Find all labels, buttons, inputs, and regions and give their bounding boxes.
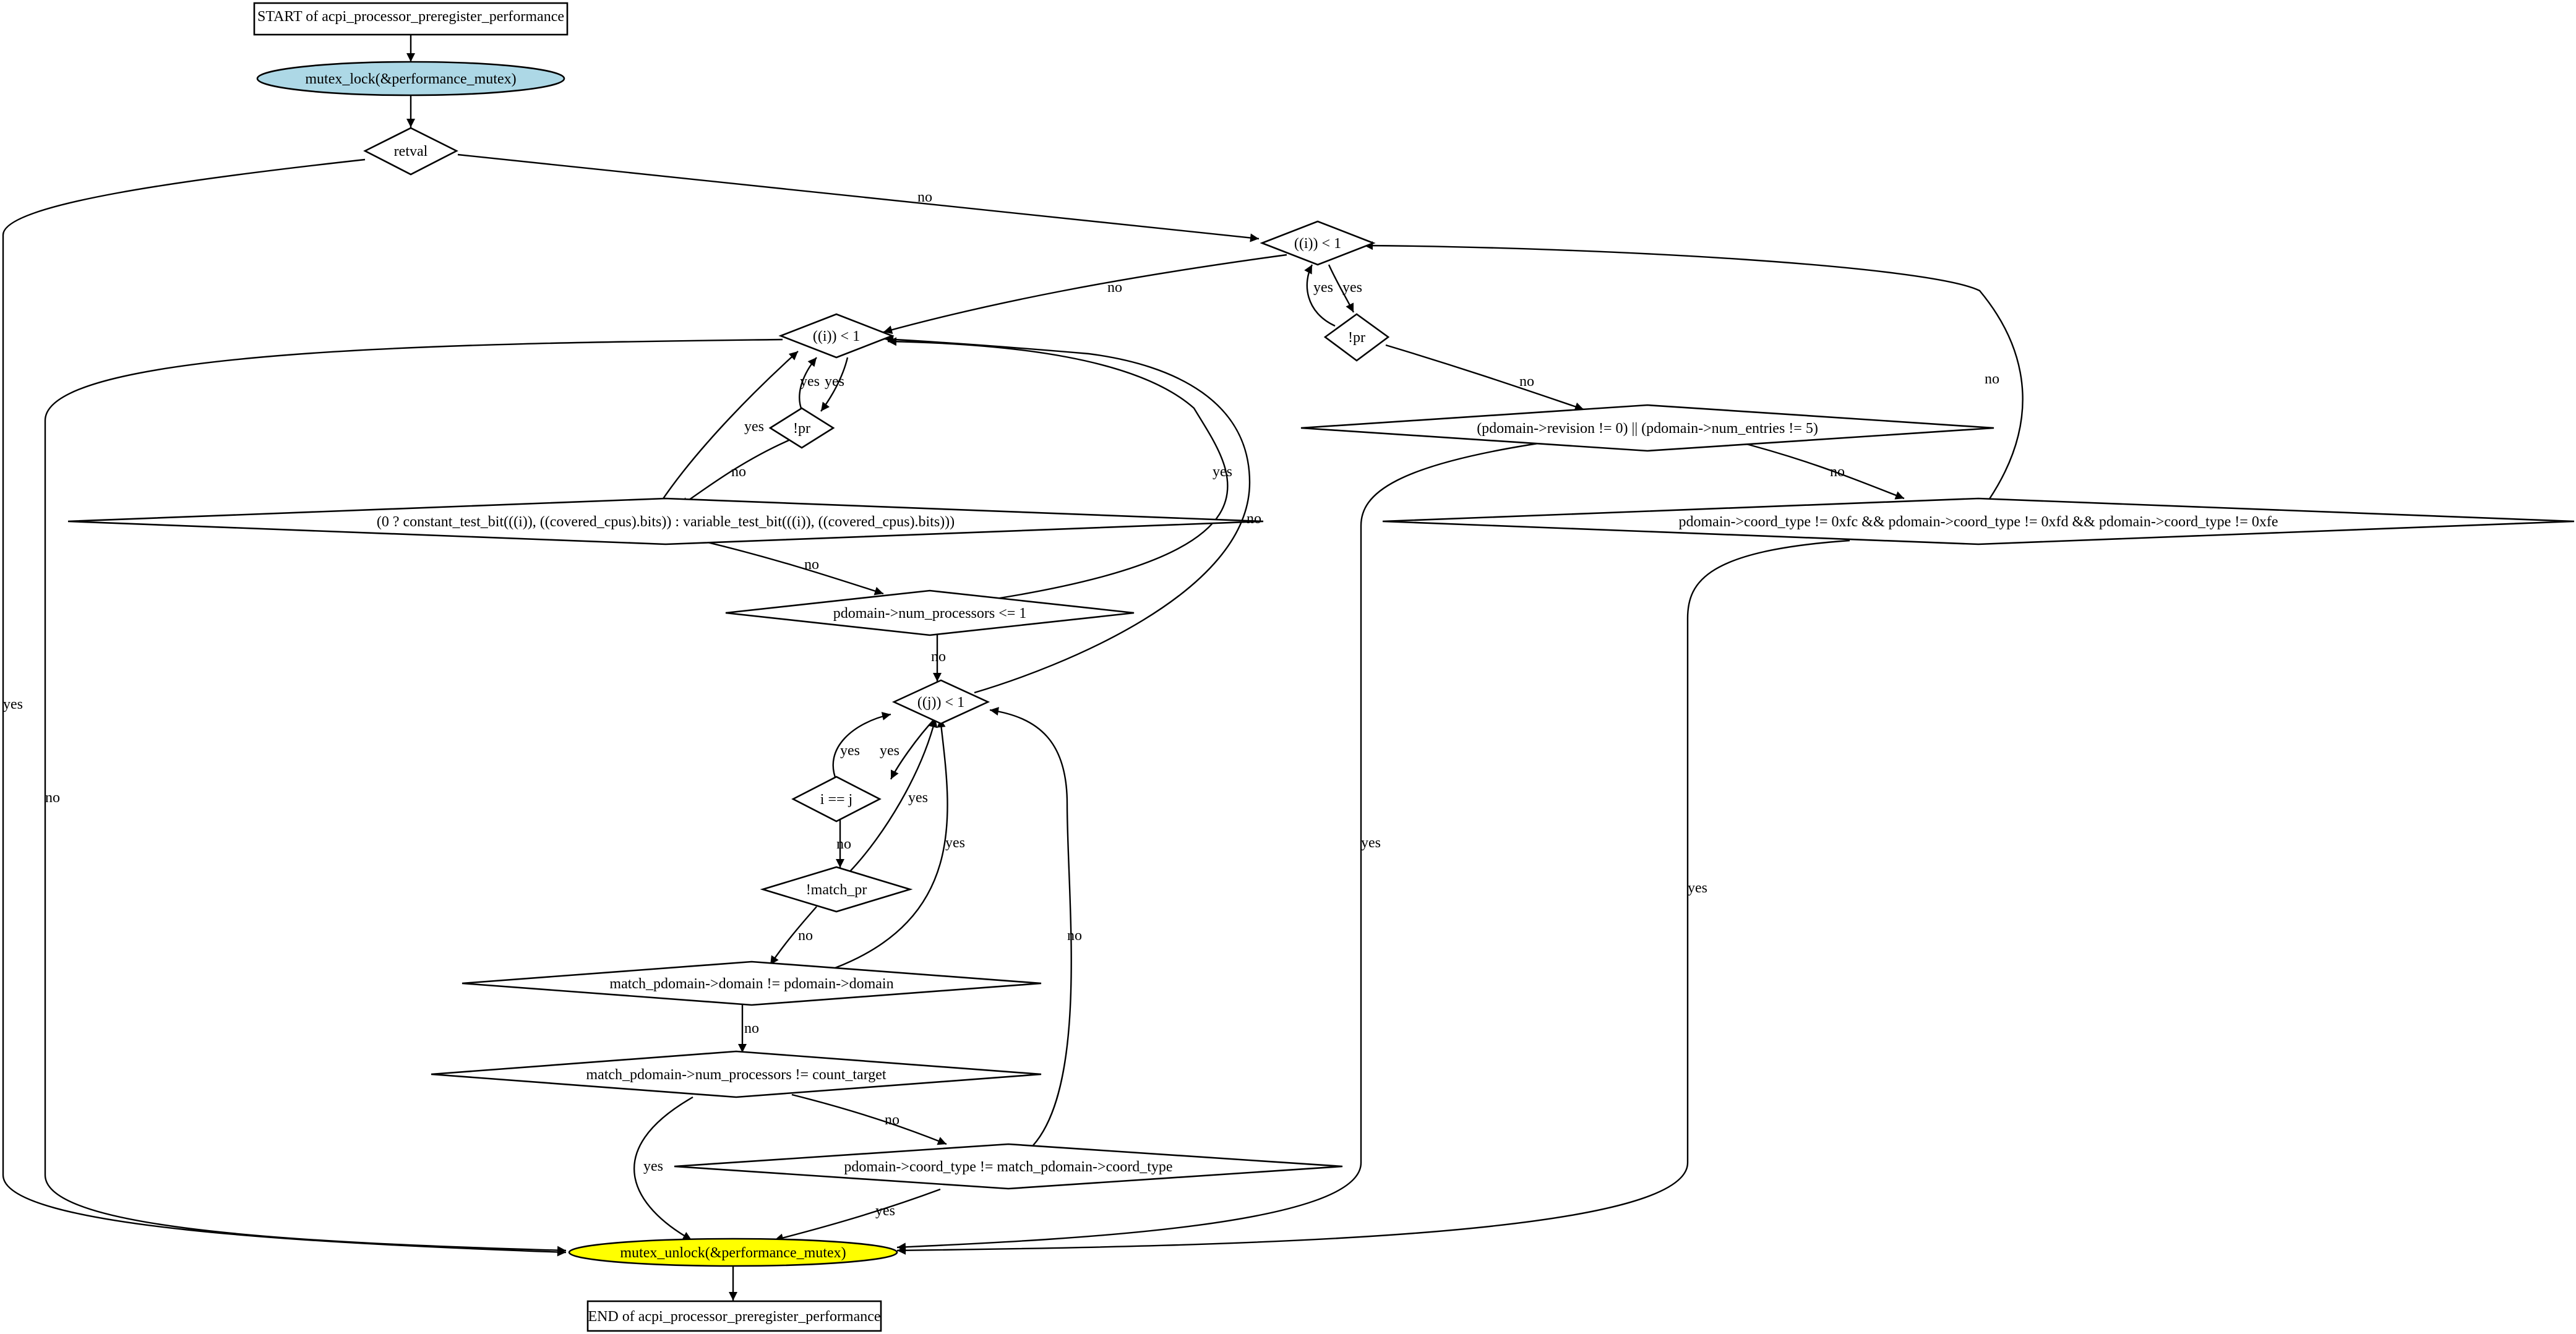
match-domain-label: match_pdomain->domain != pdomain->domain <box>609 976 893 992</box>
edge-label: no <box>744 1020 759 1037</box>
edge-pra-i1a <box>1304 264 1336 327</box>
coord-type-check-label: pdomain->coord_type != 0xfc && pdomain->… <box>1679 514 2278 530</box>
edge-label: yes <box>880 743 899 759</box>
edge-label: no <box>798 928 813 944</box>
retval-label: retval <box>394 143 428 160</box>
edge-label: yes <box>945 835 965 851</box>
edge-i1b-unlock <box>44 338 783 1255</box>
match-pr-label: !match_pr <box>806 882 867 898</box>
pr-decision-a <box>1323 313 1390 362</box>
edge-label: no <box>45 790 60 806</box>
lock-label: mutex_lock(&performance_mutex) <box>305 71 516 87</box>
edge-matchpr-domain <box>770 906 817 965</box>
edge-label: yes <box>1688 880 1707 896</box>
unlock-label: mutex_unlock(&performance_mutex) <box>620 1245 846 1261</box>
i-lt-1-label-b: ((i)) < 1 <box>813 328 860 344</box>
edge-pra-rev <box>1385 344 1584 411</box>
pr-label-b: !pr <box>793 421 810 437</box>
edge-label: no <box>885 1112 899 1128</box>
edge-label: yes <box>1213 464 1232 480</box>
edge-label: yes <box>800 374 820 390</box>
revision-check-label: (pdomain->revision != 0) || (pdomain->nu… <box>1477 421 1818 437</box>
edge-mcoord-j1 <box>989 707 1072 1146</box>
edge-coord-unlock <box>896 539 1850 1255</box>
j-lt-1-decision <box>891 679 990 725</box>
unlock-node <box>568 1238 898 1267</box>
end-node <box>586 1300 882 1332</box>
edge-label: no <box>931 649 946 665</box>
num-processors-decision <box>725 589 1135 636</box>
edge-num-i1b <box>887 337 1229 600</box>
pr-decision-b <box>768 407 835 449</box>
edge-label: no <box>731 464 746 480</box>
edge-j1-i1b <box>884 335 1251 694</box>
edge-label: yes <box>908 790 928 806</box>
edge-label: yes <box>643 1158 663 1174</box>
match-coord-label: pdomain->coord_type != match_pdomain->co… <box>844 1159 1172 1175</box>
edge-label: no <box>836 836 851 852</box>
edge-ieqj-j1 <box>832 712 891 781</box>
edge-label: no <box>1067 928 1082 944</box>
edge-rev-unlock <box>896 439 1560 1252</box>
edge-label: yes <box>1313 280 1333 296</box>
i-lt-1-decision-a <box>1260 220 1376 266</box>
i-lt-1-decision-b <box>778 313 895 359</box>
j-lt-1-label: ((j)) < 1 <box>917 695 964 711</box>
edge-test-i1b <box>660 351 799 503</box>
retval-decision <box>363 127 458 176</box>
test-bit-label: (0 ? constant_test_bit(((i)), ((covered_… <box>377 514 955 530</box>
lock-node <box>256 61 565 96</box>
edge-matchpr-j1 <box>849 718 938 873</box>
i-eq-j-decision <box>791 776 882 823</box>
edge-retval-i1a <box>457 153 1260 242</box>
end-label: END of acpi_processor_preregister_perfor… <box>588 1309 880 1325</box>
num-processors-label: pdomain->num_processors <= 1 <box>833 605 1027 622</box>
edge-label: yes <box>744 419 764 435</box>
match-coord-decision <box>674 1143 1343 1190</box>
edge-label: yes <box>1342 280 1362 296</box>
edge-label: no <box>1519 374 1534 390</box>
i-lt-1-label-a: ((i)) < 1 <box>1294 236 1341 252</box>
match-num-label: match_pdomain->num_processors != count_t… <box>586 1067 887 1083</box>
start-label: START of acpi_processor_preregister_perf… <box>257 9 564 25</box>
edge-label: no <box>1107 280 1122 296</box>
match-num-decision <box>431 1050 1042 1098</box>
edge-label: no <box>1985 371 1999 387</box>
edge-label: yes <box>1361 835 1381 851</box>
edge-label: yes <box>875 1203 895 1219</box>
edge-domain-j1 <box>835 718 948 969</box>
nodes: START of acpi_processor_preregister_perf… <box>67 2 2575 1332</box>
coord-type-check-decision <box>1382 497 2575 545</box>
edge-label: no <box>917 189 932 205</box>
edge-label: no <box>1247 511 1261 527</box>
revision-check-decision <box>1300 404 1994 452</box>
edge-i1b-prb <box>820 357 849 412</box>
edge-rev-coord <box>1732 439 1905 500</box>
match-domain-decision <box>462 960 1042 1006</box>
match-pr-decision <box>760 866 913 913</box>
edge-label: no <box>804 557 819 573</box>
test-bit-decision <box>67 497 1264 545</box>
edge-retval-unlock <box>2 158 567 1257</box>
edge-i1a-i1b <box>883 254 1287 335</box>
pr-label-a: !pr <box>1348 330 1365 346</box>
start-node <box>253 2 569 36</box>
edge-test-num <box>705 541 884 596</box>
edge-i1a-pra <box>1328 264 1355 313</box>
edge-matchnum-coord <box>791 1093 947 1145</box>
i-eq-j-label: i == j <box>820 792 852 808</box>
edge-label: yes <box>825 374 844 390</box>
edges: no yes yes yes no no no no yes yes yes <box>2 35 2024 1301</box>
edge-prb-i1b <box>799 357 817 411</box>
edge-coord-i1a <box>1363 241 2024 500</box>
edge-mcoord-unlock <box>774 1188 941 1242</box>
edge-label: yes <box>840 743 860 759</box>
edge-label: no <box>1830 464 1845 480</box>
edge-matchnum-unlock <box>633 1096 693 1241</box>
edge-label: yes <box>3 696 23 712</box>
